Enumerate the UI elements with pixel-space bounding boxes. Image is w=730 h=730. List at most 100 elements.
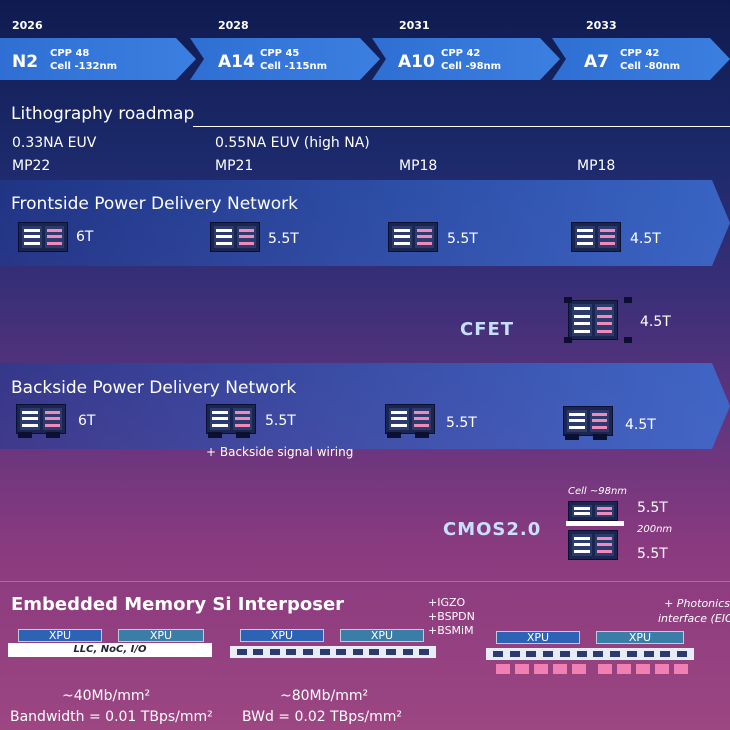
bandwidth-1: Bandwidth = 0.01 TBps/mm²	[10, 709, 213, 725]
cpp-value: CPP 42	[620, 48, 660, 59]
track-height: 5.5T	[447, 231, 478, 247]
xpu-die: XPU	[496, 631, 580, 644]
backside-via	[236, 432, 250, 438]
track-height: 5.5T	[268, 231, 299, 247]
bspdn-band	[0, 363, 730, 449]
track-height: 5.5T	[265, 413, 296, 429]
cell-value: Cell -115nm	[260, 61, 328, 72]
photonic-die	[617, 664, 631, 674]
photonic-die	[598, 664, 612, 674]
std-cell-icon	[388, 222, 438, 252]
backside-via	[565, 434, 579, 440]
bs-cell-icon	[563, 406, 613, 436]
node-name: A10	[398, 52, 435, 72]
memory-interposer-bar	[486, 648, 694, 660]
cmos2-top-cell-icon	[568, 501, 618, 521]
photonic-die	[553, 664, 567, 674]
bs-cell-icon	[206, 404, 256, 434]
std-cell-icon	[210, 222, 260, 252]
photonics-line: interface (EIC	[658, 612, 730, 625]
photonic-die	[572, 664, 586, 674]
year-2028: 2028	[218, 19, 249, 32]
xpu-die: XPU	[340, 629, 424, 642]
year-2033: 2033	[586, 19, 617, 32]
cfet-label: CFET	[460, 319, 515, 340]
track-height: 6T	[78, 413, 96, 429]
std-cell-icon	[18, 222, 68, 252]
section-divider	[0, 581, 730, 582]
cpp-value: CPP 45	[260, 48, 300, 59]
addition-item: +BSMiM	[428, 624, 474, 637]
node-name: A7	[584, 52, 609, 72]
cpp-value: CPP 48	[50, 48, 90, 59]
photonic-die	[636, 664, 650, 674]
cmos2-pitch: 200nm	[637, 524, 673, 535]
litho-title: Lithography roadmap	[11, 104, 195, 124]
node-spec: CPP 42 Cell -80nm	[620, 47, 680, 73]
metal-pitch: MP21	[215, 158, 254, 174]
cmos2-track-top: 5.5T	[637, 500, 668, 516]
bs-cell-icon	[385, 404, 435, 434]
node-spec: CPP 48 Cell -132nm	[50, 47, 117, 73]
litho-euv-055: 0.55NA EUV (high NA)	[215, 135, 370, 151]
backside-via	[415, 432, 429, 438]
cfet-rail	[564, 297, 572, 303]
cell-value: Cell -80nm	[620, 61, 681, 72]
node-chevron-a14	[190, 38, 380, 80]
cfet-track: 4.5T	[640, 314, 671, 330]
photonic-die	[496, 664, 510, 674]
node-name: N2	[12, 52, 39, 72]
memory-additions: +IGZO +BSPDN +BSMiM	[428, 596, 475, 638]
track-height: 4.5T	[625, 417, 656, 433]
density-1: ~40Mb/mm²	[62, 688, 151, 704]
track-height: 6T	[76, 229, 94, 245]
addition-item: +BSPDN	[428, 610, 475, 623]
cfet-rail	[624, 297, 632, 303]
cell-value: Cell -98nm	[441, 61, 502, 72]
cell-value: Cell -132nm	[50, 61, 118, 72]
xpu-die: XPU	[596, 631, 684, 644]
metal-pitch: MP18	[577, 158, 616, 174]
memory-interposer-bar	[230, 646, 436, 658]
backside-via	[18, 432, 32, 438]
xpu-die: XPU	[240, 629, 324, 642]
addition-item: +IGZO	[428, 596, 466, 609]
photonic-die	[515, 664, 529, 674]
node-spec: CPP 45 Cell -115nm	[260, 47, 327, 73]
bs-cell-icon	[16, 404, 66, 434]
bspdn-title: Backside Power Delivery Network	[11, 378, 297, 398]
track-height: 5.5T	[446, 415, 477, 431]
node-chevron-n2	[0, 38, 196, 80]
memory-title: Embedded Memory Si Interposer	[11, 594, 345, 615]
node-name: A14	[218, 52, 255, 72]
std-cell-icon	[571, 222, 621, 252]
fspdn-title: Frontside Power Delivery Network	[11, 194, 298, 214]
llc-noc-io-layer: LLC, NoC, I/O	[8, 643, 212, 657]
backside-via	[46, 432, 60, 438]
cfet-rail	[564, 337, 572, 343]
backside-signal-note: + Backside signal wiring	[206, 445, 354, 459]
photonic-die	[674, 664, 688, 674]
backside-via	[208, 432, 222, 438]
photonics-line: + Photonics	[664, 597, 730, 610]
litho-euv-033: 0.33NA EUV	[12, 135, 97, 151]
cmos2-track-bottom: 5.5T	[637, 546, 668, 562]
cfet-cell-icon	[568, 300, 618, 340]
backside-via	[387, 432, 401, 438]
year-2026: 2026	[12, 19, 43, 32]
photonic-die	[534, 664, 548, 674]
cmos2-cell-size: Cell ~98nm	[568, 486, 628, 497]
bandwidth-2: BWd = 0.02 TBps/mm²	[242, 709, 403, 725]
year-2031: 2031	[399, 19, 430, 32]
cfet-rail	[624, 337, 632, 343]
wafer-bond-layer	[566, 521, 624, 526]
backside-via	[593, 434, 607, 440]
xpu-die: XPU	[18, 629, 102, 642]
node-chevron-a10	[372, 38, 560, 80]
xpu-die: XPU	[118, 629, 204, 642]
track-height: 4.5T	[630, 231, 661, 247]
cmos2-label: CMOS2.0	[443, 519, 542, 540]
cmos2-bottom-cell-icon	[568, 530, 618, 560]
density-2: ~80Mb/mm²	[280, 688, 369, 704]
node-spec: CPP 42 Cell -98nm	[441, 47, 501, 73]
